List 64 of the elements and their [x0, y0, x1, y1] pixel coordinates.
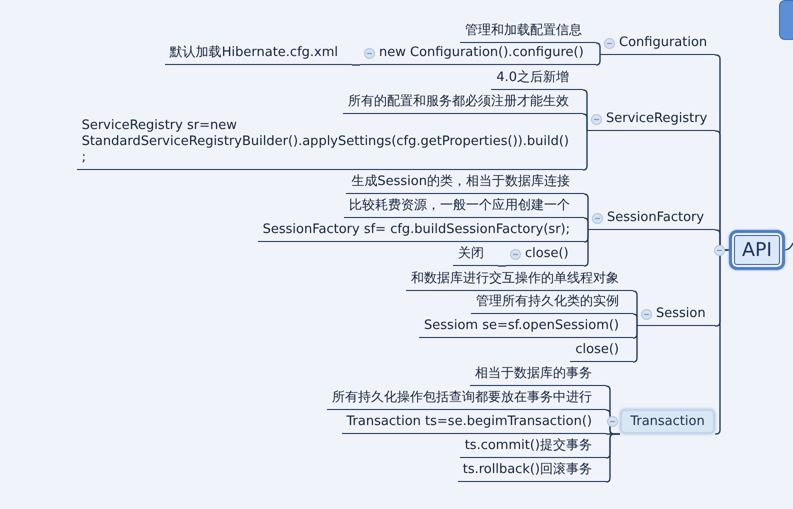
underlined-topic	[471, 292, 633, 314]
underlined-topic	[460, 436, 606, 458]
topic-text: Transaction	[630, 414, 705, 429]
underlined-topic	[360, 43, 596, 65]
branch-connector	[595, 55, 601, 66]
branch-connector	[583, 217, 589, 230]
topic-text: Sessiom se=sf.openSessiom()	[424, 318, 619, 334]
underlined-topic	[258, 220, 584, 242]
topic-text: 管理和加载配置信息	[465, 23, 582, 39]
underlined-topic	[470, 364, 606, 386]
branch-connector	[582, 113, 588, 131]
underlined-topic	[346, 172, 584, 194]
topic-box	[779, 0, 793, 40]
topic-text: 比较耗费资源，一般一个应用创建一个	[349, 198, 570, 214]
selected-topic-box	[620, 409, 715, 434]
topic-text: SessionFactory sf= cfg.buildSessionFactory(sr);	[262, 222, 570, 238]
topic-text: 所有持久化操作包括查询都要放在事务中进行	[332, 390, 592, 406]
branch-connector	[582, 131, 588, 171]
topic-text: new Configuration().configure()	[379, 45, 584, 61]
underlined-topic	[587, 109, 715, 131]
branch-connector	[352, 64, 360, 66]
root-topic-box	[729, 230, 785, 270]
topic-text: 和数据库进行交互操作的单线程对象	[411, 271, 619, 287]
underlined-topic	[491, 68, 583, 90]
underlined-topic	[600, 33, 715, 55]
topic-text: 所有的配置和服务都必须注册才能生效	[348, 94, 569, 110]
underlined-topic	[344, 196, 584, 218]
topic-text: ts.commit()提交事务	[464, 438, 592, 454]
topic-text: 生成Session的类，相当于数据库连接	[351, 174, 570, 190]
branch-connector	[583, 230, 589, 267]
topic-text: Transaction ts=se.begimTransaction()	[346, 414, 592, 430]
underlined-topic	[637, 304, 715, 326]
branch-connector	[632, 326, 638, 363]
branch-connector	[595, 42, 601, 55]
topic-text: ts.rollback()回滚事务	[462, 462, 592, 478]
underlined-topic	[570, 340, 633, 362]
underlined-topic	[419, 316, 633, 338]
branch-connector	[784, 242, 793, 251]
branch-connector	[605, 433, 620, 483]
topic-text: close()	[525, 246, 569, 262]
topic-text: 4.0之后新增	[496, 70, 569, 86]
topic-text: Session	[656, 306, 706, 322]
underlined-topic	[588, 208, 715, 230]
underlined-topic	[342, 412, 606, 434]
underlined-topic	[406, 269, 633, 291]
topic-text: 管理所有持久化类的实例	[476, 294, 619, 310]
topic-text: close()	[575, 342, 619, 358]
underlined-topic	[327, 388, 606, 410]
topic-text: 关闭	[458, 246, 484, 262]
topic-text: 相当于数据库的事务	[475, 366, 592, 382]
topic-text: SessionFactory	[607, 210, 704, 226]
topic-text: API	[742, 239, 772, 261]
underlined-topic	[460, 21, 596, 43]
topic-text: ServiceRegistry	[606, 111, 708, 127]
underlined-topic	[343, 92, 583, 114]
branch-connector	[632, 313, 638, 326]
underlined-topic	[453, 244, 498, 266]
topic-text: ServiceRegistry sr=new StandardServiceRegistryBuilder().applySettings(cfg.getProperties()).build() ;	[82, 118, 569, 166]
topic-text: Configuration	[619, 35, 708, 51]
topic-text: 默认加载Hibernate.cfg.xml	[170, 45, 338, 61]
branch-connector	[498, 265, 506, 267]
underlined-topic	[506, 244, 584, 266]
underlined-topic	[458, 460, 606, 482]
underlined-topic	[164, 43, 352, 65]
